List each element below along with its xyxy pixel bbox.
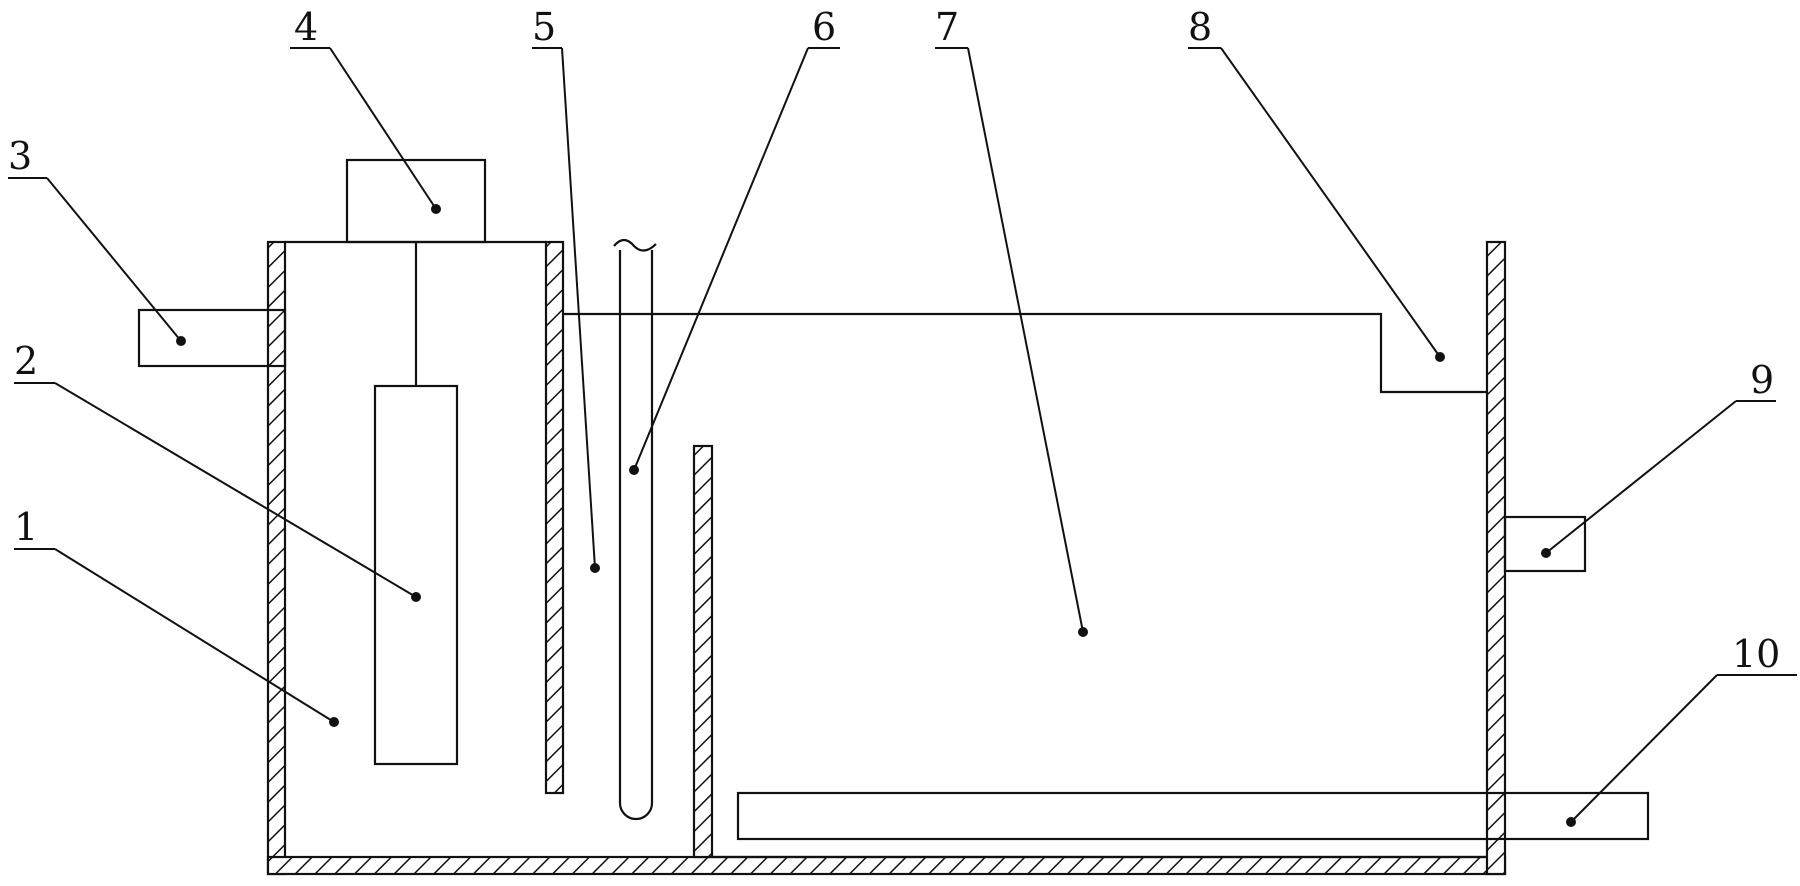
- chamber-inner-wall: [544, 240, 565, 795]
- leader-7: [935, 47, 1088, 637]
- bottom-wall: [266, 855, 1507, 876]
- label-1: 1: [14, 505, 38, 549]
- leader-10: [1566, 674, 1797, 827]
- leader-2: [14, 382, 421, 602]
- inlet-pipe: [137, 308, 287, 368]
- leader-5: [532, 47, 600, 573]
- bottom-plate: [736, 791, 1650, 841]
- label-9: 9: [1750, 358, 1774, 402]
- label-8: 8: [1188, 5, 1212, 49]
- leader-1: [14, 548, 339, 727]
- label-7: 7: [935, 5, 959, 49]
- right-outer-wall: [1485, 240, 1507, 876]
- label-10: 10: [1732, 632, 1780, 676]
- outlet-pipe: [1503, 515, 1587, 573]
- middle-partition: [692, 444, 714, 859]
- tube-break-mark: [613, 238, 657, 252]
- top-unit: [345, 158, 487, 244]
- label-5: 5: [532, 5, 556, 49]
- test-tube: [618, 250, 654, 821]
- water-level-line: [563, 312, 1487, 394]
- leader-9: [1541, 400, 1776, 558]
- leader-4: [290, 47, 441, 214]
- label-6: 6: [812, 5, 836, 49]
- label-4: 4: [294, 5, 318, 49]
- leader-6: [629, 47, 840, 475]
- label-3: 3: [8, 134, 32, 178]
- electrode-block: [373, 384, 459, 766]
- leader-3: [8, 177, 186, 346]
- leader-8: [1188, 47, 1445, 362]
- label-2: 2: [14, 339, 38, 383]
- left-outer-wall: [266, 240, 287, 876]
